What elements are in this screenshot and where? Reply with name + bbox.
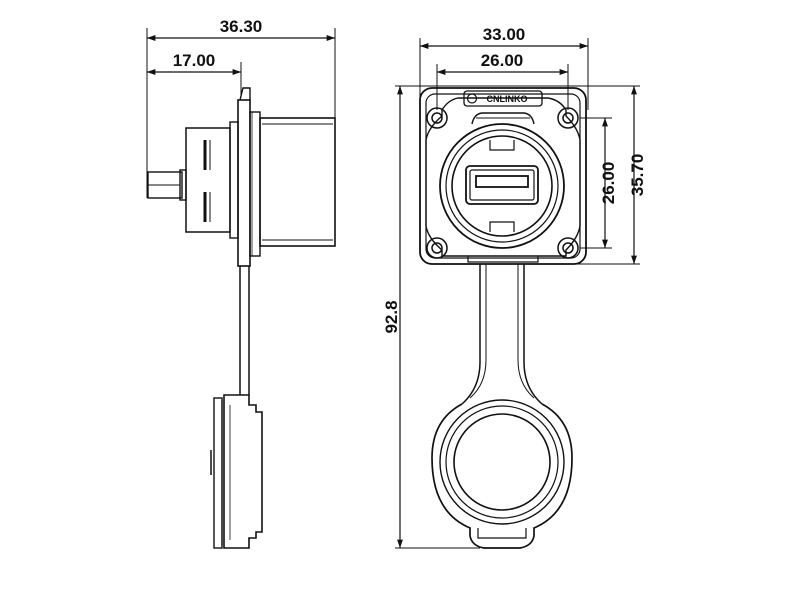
dim-front-hole-spacing-v: 26.00 [599,162,618,205]
usb-port-housing [465,165,539,205]
side-view: 36.30 17.00 [146,17,336,549]
mounting-hole-top-left [426,107,448,129]
rear-slots [203,140,211,222]
dim-front-hole-spacing-h: 26.00 [481,51,524,70]
brand-logo-icon [466,93,478,104]
dim-side-total-width: 36.30 [220,17,263,36]
front-flange [419,87,587,265]
side-lanyard-strap [239,266,250,395]
dim-front-outer-height: 35.70 [628,154,647,197]
rear-tail [147,169,187,201]
front-inner-body [425,97,581,257]
rear-body [185,127,231,233]
side-cap [210,394,263,549]
dim-front-outer-width: 33.00 [483,25,526,44]
receptacle-outer-ring [439,123,565,249]
brand-logo-text: CNLINKO [487,94,528,104]
keyway-bottom [489,221,515,232]
usb-port-tongue [475,175,529,188]
front-lanyard-strap [461,264,543,405]
top-latch [471,112,535,125]
front-cap [431,399,573,549]
rear-collar [229,121,239,239]
bottom-tab [467,256,539,263]
dim-side-flange-offset: 17.00 [173,51,216,70]
mounting-hole-top-right [557,107,579,129]
mounting-hole-bottom-right [557,237,579,259]
flange-panel [237,99,251,267]
front-collar [249,111,261,257]
brand-logo-badge [463,90,543,107]
dim-overall-length: 92.8 [382,300,401,333]
front-body [259,117,336,247]
receptacle-inner-ring [451,135,553,237]
keyway-top [489,140,515,151]
mounting-hole-bottom-left [426,237,448,259]
flange-top-tab [239,87,251,101]
front-view: 33.00 26.00 26.00 35.70 92.8 [382,25,647,549]
